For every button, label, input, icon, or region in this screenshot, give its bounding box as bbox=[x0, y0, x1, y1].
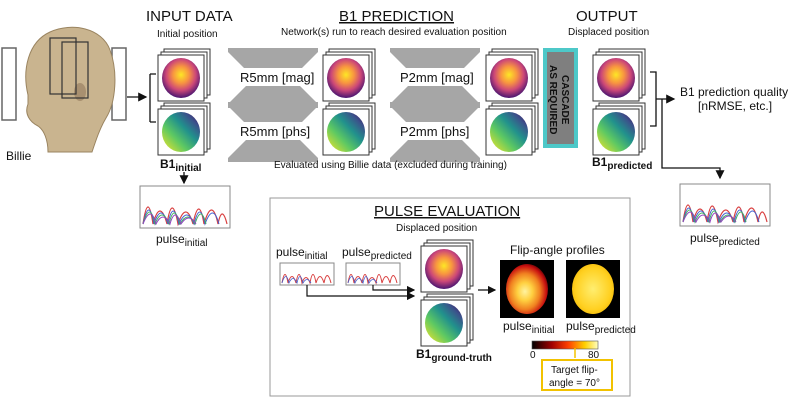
colorbar-max-label: 80 bbox=[588, 350, 600, 361]
b1-ground-truth-phase-stack bbox=[420, 293, 474, 347]
pulse-predicted-label: pulsepredicted bbox=[690, 231, 760, 248]
b1-prediction-heading: B1 PREDICTION bbox=[339, 8, 454, 25]
network-r5-phs: R5mm [phs] bbox=[228, 102, 318, 162]
evaluated-note: Evaluated using Billie data (excluded du… bbox=[274, 160, 507, 171]
b1-initial-phase-stack bbox=[157, 102, 211, 156]
billie-label: Billie bbox=[6, 149, 32, 163]
b1-stage2-phase-stack bbox=[485, 102, 539, 156]
input-data-subheading: Initial position bbox=[157, 29, 218, 40]
b1-predicted-phase-stack bbox=[592, 102, 646, 156]
quality-label-line1: B1 prediction quality bbox=[680, 85, 788, 99]
colorbar-min-label: 0 bbox=[530, 350, 536, 361]
network-r5-phs-label: R5mm [phs] bbox=[240, 124, 310, 139]
network-p2-phs: P2mm [phs] bbox=[390, 102, 480, 162]
pulse-predicted-plot bbox=[679, 183, 771, 227]
b1-stage2-magnitude-stack bbox=[485, 48, 539, 102]
cascade-box: CASCADE AS REQUIRED bbox=[543, 48, 578, 148]
flip-predicted-label: pulsepredicted bbox=[566, 319, 636, 336]
flip-angle-colorbar bbox=[531, 340, 599, 350]
eval-pulse-initial-label: pulseinitial bbox=[276, 245, 327, 262]
b1-predicted-magnitude-stack bbox=[592, 48, 646, 102]
eval-pulse-predicted-thumb bbox=[345, 262, 401, 286]
cascade-label-line1: CASCADE bbox=[559, 75, 570, 125]
b1-intermediate-phase-stack bbox=[322, 102, 376, 156]
network-r5-mag: R5mm [mag] bbox=[228, 48, 318, 108]
b1-intermediate-magnitude-stack bbox=[322, 48, 376, 102]
target-flip-angle-line1: Target flip- bbox=[551, 365, 598, 376]
b1-initial-magnitude-stack bbox=[157, 48, 211, 102]
network-p2-mag: P2mm [mag] bbox=[390, 48, 480, 108]
pulse-initial-label: pulseinitial bbox=[156, 232, 207, 249]
b1-predicted-label: B1predicted bbox=[592, 155, 652, 172]
b1-ground-truth-magnitude-stack bbox=[420, 239, 474, 293]
pulse-evaluation-subtitle: Displaced position bbox=[396, 223, 477, 234]
network-r5-mag-label: R5mm [mag] bbox=[240, 70, 314, 85]
flip-initial-label: pulseinitial bbox=[503, 319, 554, 336]
b1-ground-truth-label: B1ground-truth bbox=[416, 347, 492, 364]
network-p2-phs-label: P2mm [phs] bbox=[400, 124, 469, 139]
input-data-heading: INPUT DATA bbox=[146, 8, 233, 25]
cascade-label-line2: AS REQUIRED bbox=[547, 65, 558, 134]
b1-initial-label: B1initial bbox=[160, 157, 202, 174]
target-flip-angle-line2: angle = 70° bbox=[549, 378, 600, 389]
quality-label-line2: [nRMSE, etc.] bbox=[698, 99, 772, 113]
pulse-evaluation-title: PULSE EVALUATION bbox=[374, 203, 520, 220]
billie-head-model bbox=[1, 26, 127, 153]
output-subheading: Displaced position bbox=[568, 27, 649, 38]
flip-angle-initial-map bbox=[500, 260, 554, 318]
flip-angle-title: Flip-angle profiles bbox=[510, 243, 605, 257]
output-heading: OUTPUT bbox=[576, 8, 638, 25]
b1-prediction-subheading: Network(s) run to reach desired evaluati… bbox=[281, 27, 507, 38]
eval-pulse-predicted-label: pulsepredicted bbox=[342, 245, 412, 262]
pulse-initial-plot bbox=[139, 185, 231, 229]
flip-angle-predicted-map bbox=[566, 260, 620, 318]
target-flip-angle-box bbox=[541, 359, 613, 391]
network-p2-mag-label: P2mm [mag] bbox=[400, 70, 474, 85]
eval-pulse-initial-thumb bbox=[279, 262, 335, 286]
